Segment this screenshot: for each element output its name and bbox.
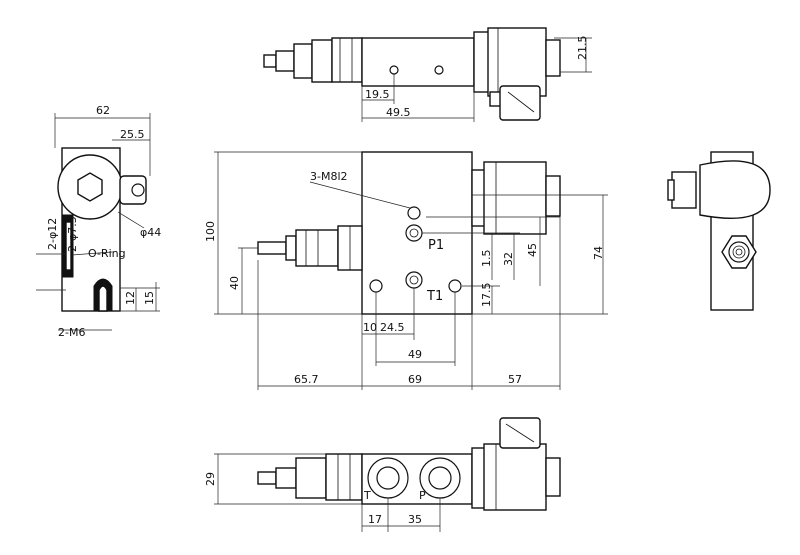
dim-phi12: 2-φ12 bbox=[46, 218, 59, 250]
dim-74: 74 bbox=[592, 246, 605, 260]
top-view: 21.5 19.5 49.5 bbox=[263, 27, 592, 122]
dim-phi44: φ44 bbox=[140, 226, 161, 239]
front-view: P1 T1 3-M8l2 100 40 74 45 32 1.5 17.5 10… bbox=[204, 151, 608, 390]
dim-24-5: 24.5 bbox=[380, 321, 405, 334]
dim-40: 40 bbox=[228, 276, 241, 290]
dim-49-5: 49.5 bbox=[386, 106, 411, 119]
oring-label: O-Ring bbox=[88, 247, 126, 260]
dim-32: 32 bbox=[502, 252, 515, 266]
bottom-adjust-screw bbox=[257, 453, 363, 501]
dim-49: 49 bbox=[408, 348, 422, 361]
front-adjust-screw bbox=[257, 225, 363, 271]
right-side-view bbox=[667, 151, 771, 311]
dim-29: 29 bbox=[204, 472, 217, 486]
dim-17: 17 bbox=[368, 513, 382, 526]
dim-10: 10 bbox=[363, 321, 377, 334]
dim-57: 57 bbox=[508, 373, 522, 386]
bottom-view: T P 29 17 35 bbox=[204, 417, 561, 532]
top-solenoid bbox=[473, 27, 561, 121]
port-t-label: T bbox=[363, 489, 371, 502]
dim-19-5: 19.5 bbox=[365, 88, 390, 101]
thread-label: 3-M8l2 bbox=[310, 170, 348, 183]
dim-phi7-5: 2-φ7.5 bbox=[66, 216, 79, 252]
dim-62: 62 bbox=[96, 104, 110, 117]
dim-1-5: 1.5 bbox=[480, 250, 493, 268]
dim-17-5: 17.5 bbox=[480, 283, 493, 308]
dim-25-5: 25.5 bbox=[120, 128, 145, 141]
dim-21-5: 21.5 bbox=[576, 36, 589, 61]
dim-15: 15 bbox=[143, 291, 156, 305]
bottom-solenoid bbox=[471, 417, 561, 511]
port-p-label: P bbox=[419, 489, 426, 502]
port-p1-label: P1 bbox=[428, 238, 444, 253]
left-side-view: 62 25.5 φ44 2-φ12 2-φ7.5 O-Ring 12 15 2-… bbox=[36, 104, 161, 339]
dim-69: 69 bbox=[408, 373, 422, 386]
dim-35: 35 bbox=[408, 513, 422, 526]
dim-m6: 2-M6 bbox=[58, 326, 85, 339]
top-adjust-screw bbox=[263, 37, 363, 83]
dim-45: 45 bbox=[526, 243, 539, 257]
dim-65-7: 65.7 bbox=[294, 373, 319, 386]
top-valve-body bbox=[361, 37, 475, 87]
dim-12: 12 bbox=[124, 291, 137, 305]
port-t1-label: T1 bbox=[426, 289, 443, 304]
front-solenoid bbox=[471, 161, 561, 235]
dim-100: 100 bbox=[204, 221, 217, 242]
